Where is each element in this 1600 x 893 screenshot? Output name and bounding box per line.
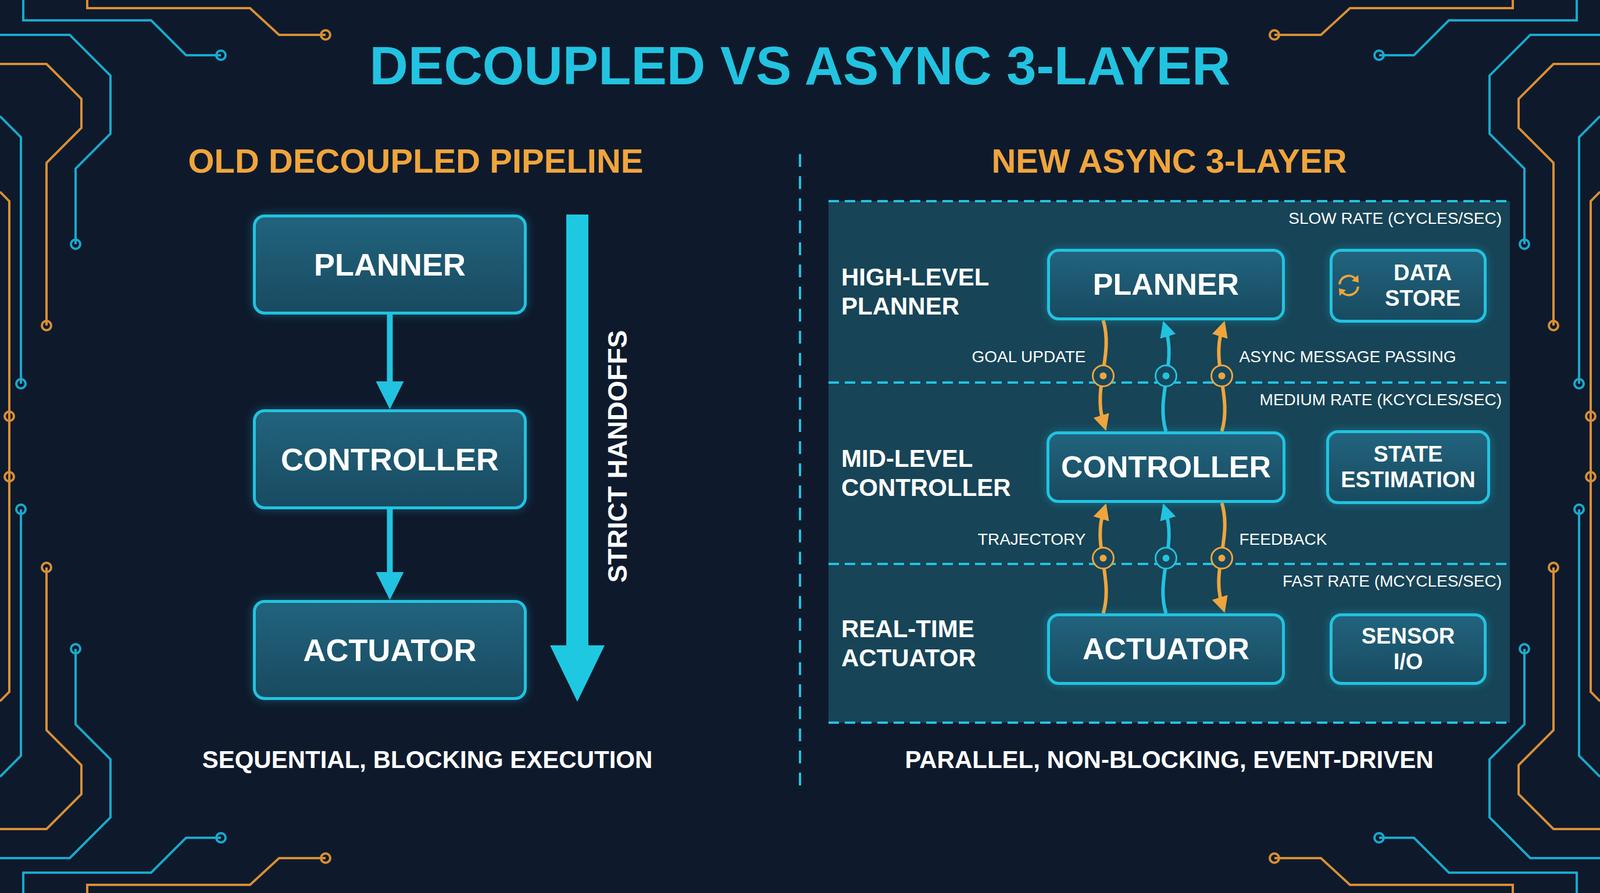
trace-pad — [16, 504, 26, 514]
trace-line — [0, 191, 10, 477]
trace-pad — [1574, 504, 1584, 514]
message-icon — [1211, 547, 1233, 569]
sync-icon — [1334, 271, 1363, 300]
edge-label: ASYNC MESSAGE PASSING — [1239, 348, 1457, 367]
section-caption: PARALLEL, NON-BLOCKING, EVENT-DRIVEN — [904, 746, 1434, 774]
trace-line — [0, 416, 10, 702]
box-label: ACTUATOR — [303, 631, 477, 669]
trace-pad — [320, 853, 331, 863]
message-icon — [1155, 365, 1177, 387]
sync-head — [1351, 275, 1359, 283]
title: DECOUPLED VS ASYNC 3-LAYER — [369, 36, 1231, 96]
trace-pad — [1548, 562, 1559, 573]
message-dot — [1218, 372, 1226, 380]
layer-name: HIGH-LEVEL PLANNER — [841, 262, 1028, 322]
trace-pad — [1374, 50, 1384, 60]
dashed-line — [828, 721, 1510, 724]
layer-name: REAL-TIME ACTUATOR — [841, 613, 1028, 673]
process-box: ACTUATOR — [252, 600, 527, 700]
trace-pad — [216, 833, 226, 843]
box-label: CONTROLLER — [1061, 450, 1271, 485]
trace-pad — [1519, 644, 1530, 654]
connector-arrow — [387, 314, 394, 393]
section-caption: SEQUENTIAL, BLOCKING EXECUTION — [202, 746, 653, 774]
box-label: PLANNER — [1093, 267, 1239, 303]
band-separators — [828, 201, 1510, 723]
trace-pad — [1519, 239, 1530, 249]
support-box: SENSOR I/O — [1329, 613, 1487, 685]
rate-label: FAST RATE (MCYCLES/SEC) — [1282, 572, 1502, 591]
edge-label: TRAJECTORY — [977, 530, 1087, 549]
layer-panel — [828, 201, 1510, 723]
trace-pad — [4, 411, 14, 421]
edge-label: GOAL UPDATE — [971, 348, 1086, 367]
handoff-arrow — [550, 214, 605, 702]
sync-head — [1338, 288, 1346, 296]
trace-line — [1518, 63, 1600, 326]
trace-line — [1274, 858, 1513, 893]
connector-arrow — [387, 509, 394, 584]
box-label: STATE ESTIMATION — [1340, 441, 1476, 493]
message-icon — [1093, 547, 1114, 569]
trace-line — [0, 63, 82, 326]
trace-line — [1590, 191, 1600, 477]
arrow-label: STRICT HANDOFFS — [602, 330, 633, 583]
trace-pad — [1269, 853, 1280, 863]
trace-pad — [1586, 411, 1596, 421]
trace-line — [0, 34, 111, 245]
trace-pad — [70, 644, 81, 654]
box-label: SENSOR I/O — [1361, 623, 1455, 675]
process-box: CONTROLLER — [252, 409, 527, 510]
trace-line — [1274, 0, 1513, 35]
layer-name: MID-LEVEL CONTROLLER — [841, 444, 1028, 503]
message-dot — [1100, 372, 1107, 380]
trace-line — [87, 0, 326, 35]
trace-pad — [70, 239, 81, 249]
section-heading: OLD DECOUPLED PIPELINE — [187, 142, 644, 180]
arrow-shaft — [566, 214, 589, 648]
layer-band: REAL-TIME ACTUATOR FAST RATE (MCYCLES/SEC… — [828, 563, 1510, 723]
trace-pad — [320, 30, 331, 40]
trace-line — [1518, 567, 1600, 830]
rate-label: SLOW RATE (CYCLES/SEC) — [1288, 209, 1502, 228]
box-label: PLANNER — [313, 246, 466, 283]
divider-line — [798, 154, 802, 788]
process-box: PLANNER — [1047, 248, 1285, 321]
support-box: DATA STORE — [1329, 248, 1487, 323]
trace-line — [1590, 416, 1600, 702]
trace-line — [0, 567, 82, 830]
box-label: DATA STORE — [1384, 260, 1461, 312]
message-icon — [1093, 365, 1114, 387]
message-icon — [1155, 547, 1177, 569]
layer-band: MID-LEVEL CONTROLLER MEDIUM RATE (KCYCLES… — [828, 382, 1510, 564]
message-dot — [1218, 554, 1226, 562]
trace-pad — [1269, 30, 1280, 40]
support-box: STATE ESTIMATION — [1326, 430, 1491, 505]
section-heading: NEW ASYNC 3-LAYER — [991, 142, 1347, 180]
rate-label: MEDIUM RATE (KCYCLES/SEC) — [1259, 390, 1502, 410]
process-box: PLANNER — [252, 214, 527, 315]
dashed-line — [828, 200, 1510, 203]
trace-line — [87, 858, 326, 893]
message-dot — [1162, 372, 1170, 380]
process-box: CONTROLLER — [1046, 431, 1286, 503]
process-box: ACTUATOR — [1047, 613, 1285, 685]
trace-pad — [1574, 379, 1584, 389]
box-label: ACTUATOR — [1082, 631, 1250, 667]
arrow-head — [550, 645, 605, 702]
message-icon — [1211, 365, 1233, 387]
trace-pad — [1374, 833, 1384, 843]
edge-label: FEEDBACK — [1239, 530, 1328, 549]
trace-pad — [1548, 320, 1559, 331]
trace-pad — [216, 50, 226, 60]
box-label: CONTROLLER — [280, 441, 499, 478]
trace-pad — [41, 562, 52, 573]
trace-line — [0, 648, 111, 859]
message-dot — [1162, 554, 1170, 562]
trace-pad — [16, 379, 26, 389]
message-dot — [1100, 554, 1107, 562]
trace-pad — [41, 320, 52, 331]
